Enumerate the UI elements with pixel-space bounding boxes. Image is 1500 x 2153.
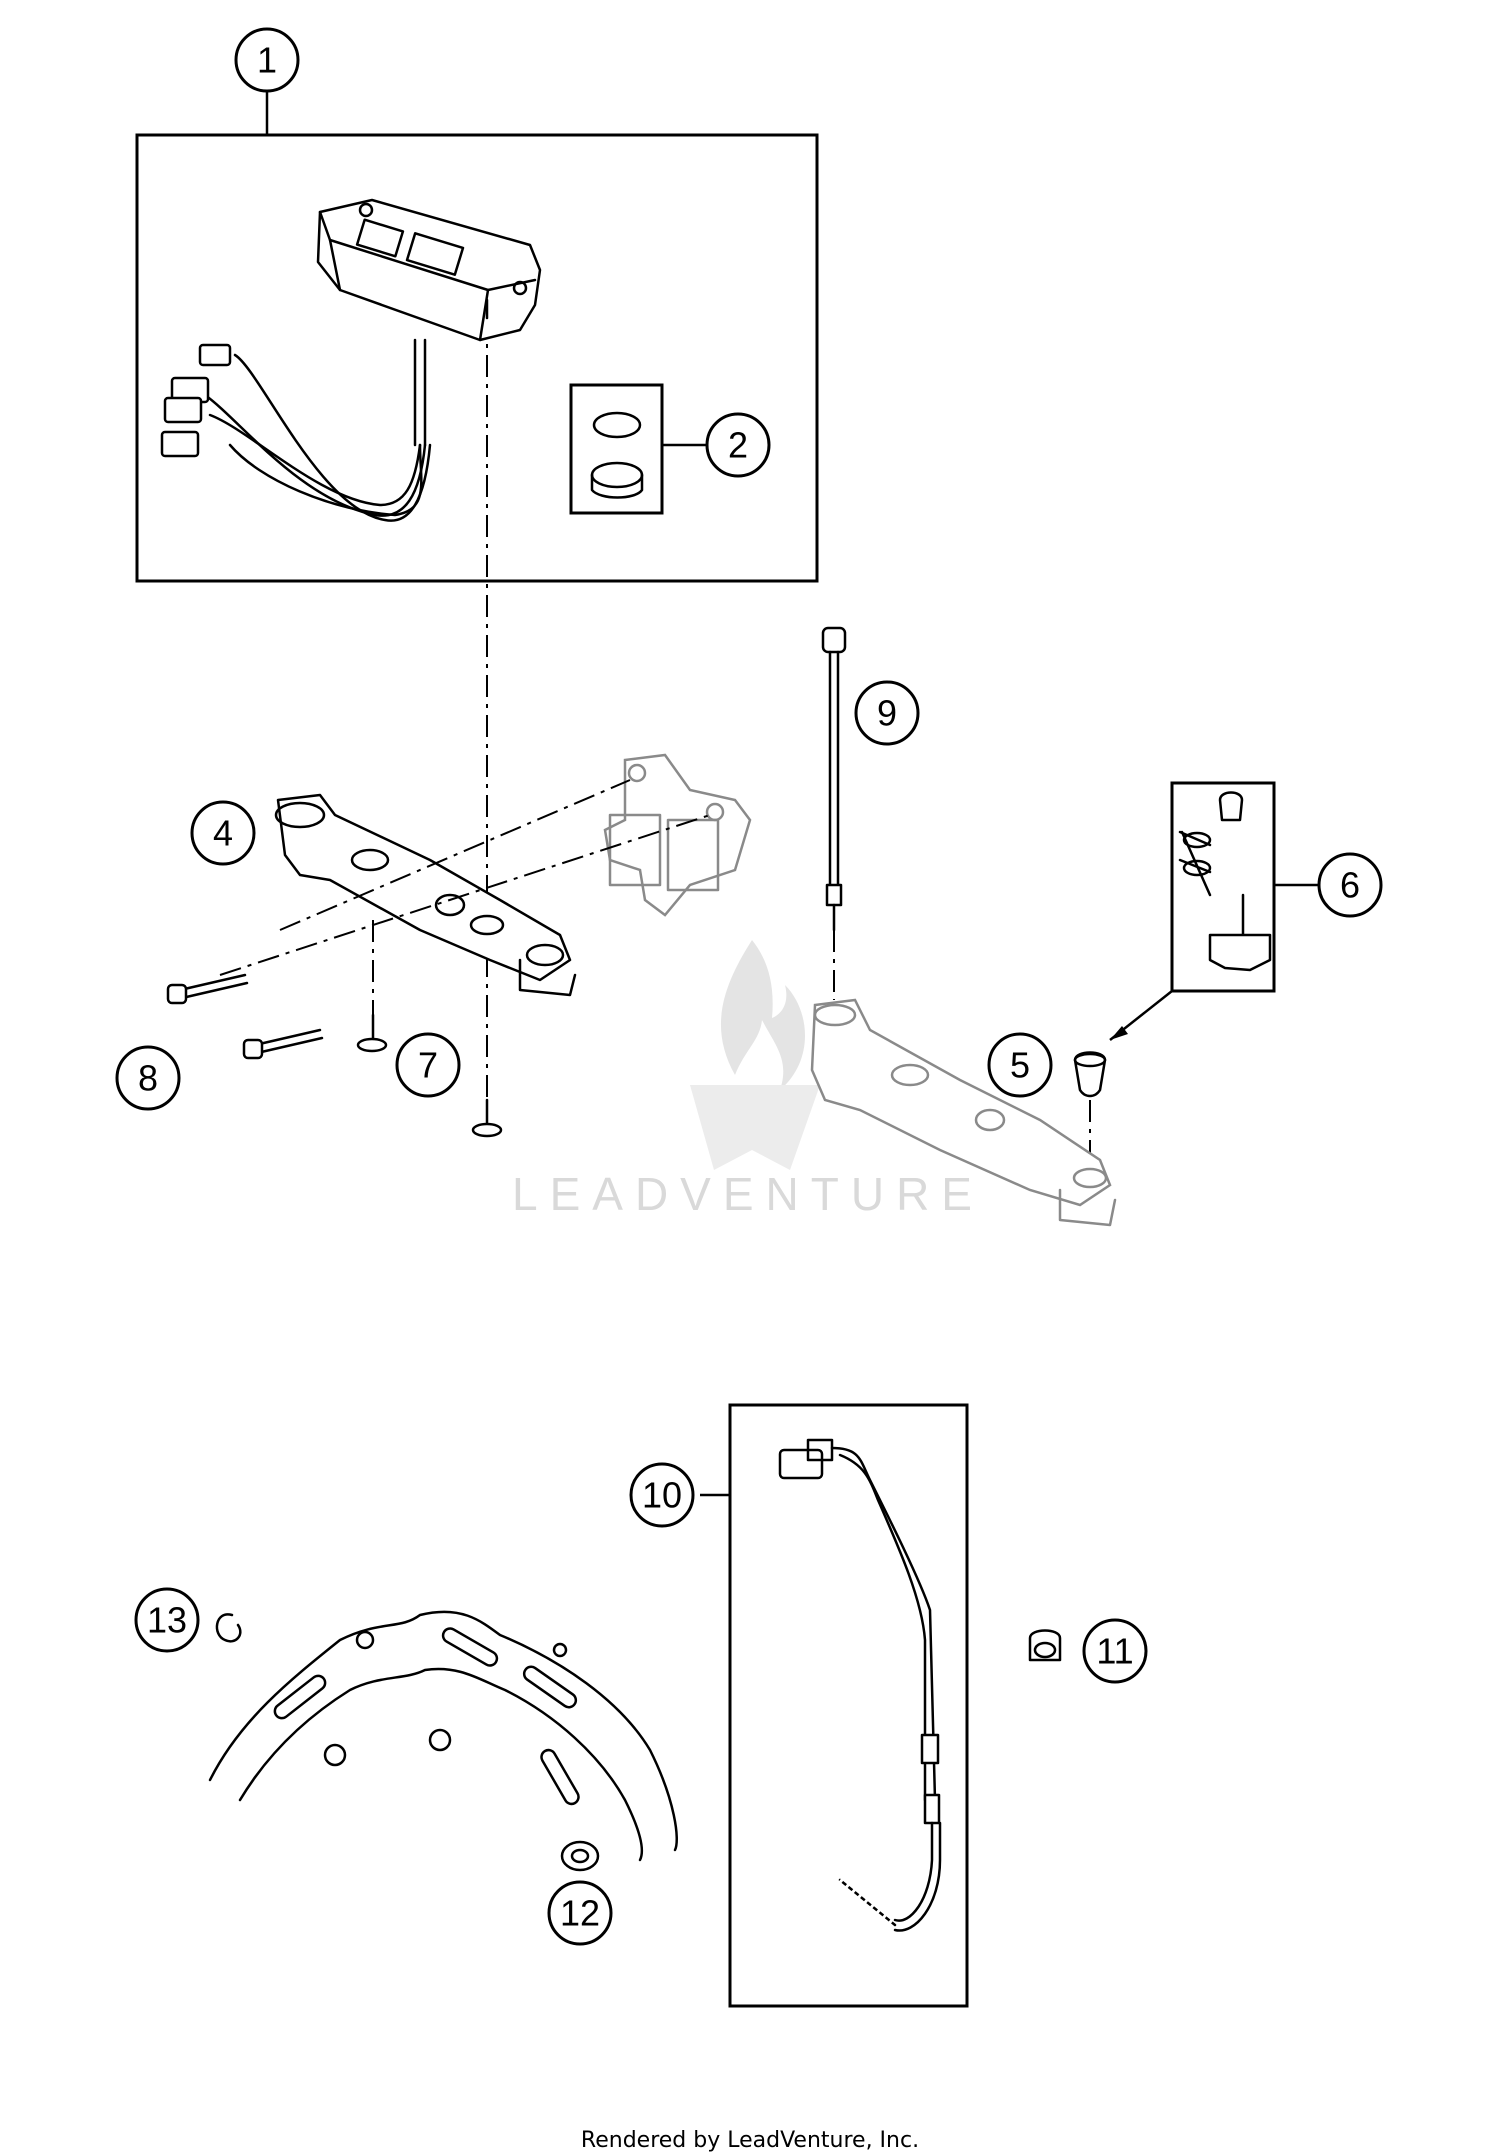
- svg-text:12: 12: [560, 1893, 600, 1934]
- svg-text:10: 10: [642, 1475, 682, 1516]
- watermark-brand: LEADVENTURE: [512, 1168, 984, 1220]
- part-12-washer: [560, 1840, 600, 1872]
- part-8-bolts: [166, 973, 324, 1060]
- callout-8[interactable]: 8: [115, 1045, 181, 1111]
- assembly-line-ghost-1: [279, 779, 631, 931]
- callout-11[interactable]: 11: [1082, 1618, 1148, 1684]
- ghost-bracket-upper: [603, 753, 752, 917]
- callout-5[interactable]: 5: [987, 1032, 1053, 1098]
- callout-10[interactable]: 10: [629, 1462, 695, 1528]
- callout-1[interactable]: 1: [234, 27, 300, 93]
- callout-13[interactable]: 13: [134, 1587, 200, 1653]
- assembly-line-ghost-2: [219, 814, 711, 976]
- part-11-clip: [1028, 1629, 1062, 1662]
- part-1-group-box: [135, 133, 819, 583]
- part-1-dashboard: [160, 198, 542, 522]
- svg-text:5: 5: [1010, 1045, 1030, 1086]
- part-10-sensor-cable: [778, 1438, 942, 1932]
- part-10-group-box: [728, 1403, 969, 2008]
- callout-9[interactable]: 9: [854, 680, 920, 746]
- callout-2[interactable]: 2: [705, 412, 771, 478]
- watermark-flame-logo: [690, 940, 820, 1170]
- svg-text:2: 2: [728, 425, 748, 466]
- part-6-damper-kit: [1109, 781, 1320, 1041]
- part-7-screws: [356, 920, 503, 1138]
- callout-6[interactable]: 6: [1317, 852, 1383, 918]
- svg-text:7: 7: [418, 1045, 438, 1086]
- part-13-circlip: [215, 1613, 242, 1643]
- ghost-bracket-lower: [810, 998, 1117, 1227]
- part-2-grommet: [569, 383, 707, 515]
- callout-4[interactable]: 4: [190, 800, 256, 866]
- svg-text:1: 1: [257, 40, 277, 81]
- svg-text:4: 4: [213, 813, 233, 854]
- svg-text:6: 6: [1340, 865, 1360, 906]
- svg-text:9: 9: [877, 693, 897, 734]
- svg-text:13: 13: [147, 1600, 187, 1641]
- part-4-bracket: [274, 793, 577, 997]
- svg-text:11: 11: [1096, 1631, 1133, 1672]
- footer-credit: Rendered by LeadVenture, Inc.: [580, 2128, 920, 2153]
- part-9-rod: [821, 626, 847, 1000]
- brake-disc: [208, 1610, 678, 1862]
- callout-7[interactable]: 7: [395, 1032, 461, 1098]
- watermark: LEADVENTURE: [512, 940, 984, 1220]
- svg-text:8: 8: [138, 1058, 158, 1099]
- callout-12[interactable]: 12: [547, 1880, 613, 1946]
